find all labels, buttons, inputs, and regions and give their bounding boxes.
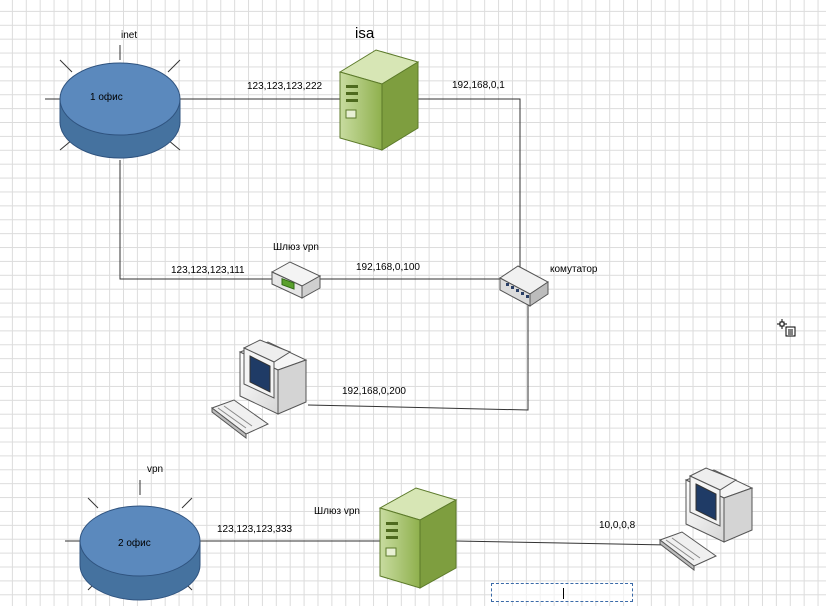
office2-label: 2 офис xyxy=(118,538,151,549)
isa-label: isa xyxy=(355,25,375,42)
ip-office2-gateway2-label: 123,123,123,333 xyxy=(217,524,293,535)
ip-gateway1-switch-label: 192,168,0,100 xyxy=(356,262,420,273)
link-isa-switch[interactable] xyxy=(418,98,521,268)
connector-cursor-icon xyxy=(777,319,796,337)
pc2-computer-icon[interactable] xyxy=(658,467,754,572)
ip-pc2-label: 10,0,0,8 xyxy=(599,520,636,531)
gateway2-server-icon[interactable] xyxy=(378,487,458,589)
connection-lines xyxy=(119,98,669,546)
office1-cloud-icon[interactable] xyxy=(45,45,195,170)
gateway1-router-icon[interactable] xyxy=(270,261,322,299)
office2-cloud-icon[interactable] xyxy=(65,480,212,601)
ip-isa-switch-label: 192,168,0,1 xyxy=(452,80,505,91)
text-edit-box[interactable] xyxy=(491,583,633,602)
office1-label: 1 офис xyxy=(90,92,123,103)
link-switch-pc1[interactable] xyxy=(307,305,529,411)
link-office1-gateway1[interactable] xyxy=(119,160,278,280)
pc1-computer-icon[interactable] xyxy=(210,339,308,440)
switch-label: комутатор xyxy=(550,264,598,275)
inet-label: inet xyxy=(121,30,138,41)
link-gateway2-pc2[interactable] xyxy=(455,540,669,546)
switch-icon[interactable] xyxy=(499,265,549,307)
isa-server-icon[interactable] xyxy=(338,49,420,151)
ip-office1-gateway1-label: 123,123,123,111 xyxy=(171,265,245,276)
vpn-label: vpn xyxy=(147,464,164,475)
ip-pc1-label: 192,168,0,200 xyxy=(342,386,406,397)
ip-office1-isa-label: 123,123,123,222 xyxy=(247,81,323,92)
gateway2-label: Шлюз vpn xyxy=(314,506,360,517)
gateway1-label: Шлюз vpn xyxy=(273,242,319,253)
text-caret xyxy=(563,588,564,599)
